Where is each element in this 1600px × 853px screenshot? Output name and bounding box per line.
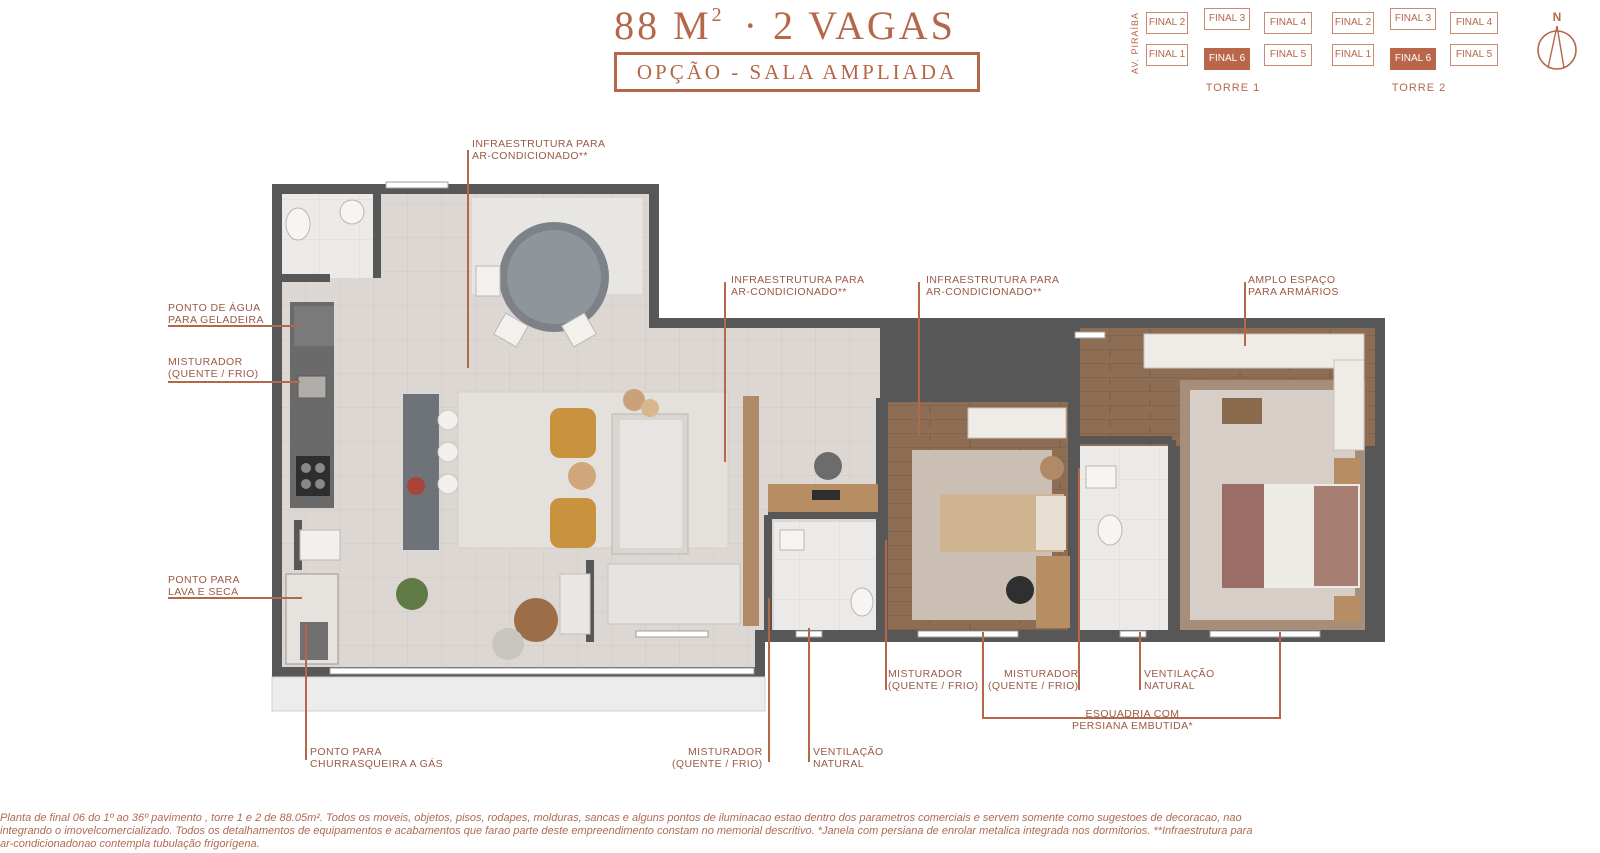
key-plan-unit: FINAL 5 xyxy=(1264,44,1312,66)
area-value: 88 M xyxy=(614,3,712,48)
callout-line: VENTILAÇÃO xyxy=(1144,668,1215,680)
bedroom-1 xyxy=(940,407,1070,628)
callout-line: AR-CONDICIONADO** xyxy=(472,150,588,162)
floors xyxy=(282,194,1375,667)
callout-line: AR-CONDICIONADO** xyxy=(731,286,847,298)
callout-laundry: PONTO PARA LAVA E SECA xyxy=(168,574,240,598)
callout-ac-office: INFRAESTRUTURA PARA AR-CONDICIONADO** xyxy=(731,274,864,298)
callout-line: MISTURADOR xyxy=(888,668,963,680)
callout-mixer-bath3: MISTURADOR (QUENTE / FRIO) xyxy=(988,668,1079,692)
key-plan-unit-active: FINAL 6 xyxy=(1204,48,1250,70)
callout-ac-bedroom: INFRAESTRUTURA PARA AR-CONDICIONADO** xyxy=(926,274,1059,298)
key-plan-unit-active: FINAL 6 xyxy=(1390,48,1436,70)
callout-line: NATURAL xyxy=(1144,680,1196,692)
key-plan-unit: FINAL 5 xyxy=(1450,44,1498,66)
callout-line: (QUENTE / FRIO) xyxy=(888,680,979,692)
callout-line: CHURRASQUEIRA A GÁS xyxy=(310,758,444,770)
callout-mixer-bath1: MISTURADOR (QUENTE / FRIO) xyxy=(672,746,763,770)
parking-spaces: · 2 VAGAS xyxy=(743,3,956,48)
tower-label: TORRE 2 xyxy=(1391,82,1447,94)
tower-label: TORRE 1 xyxy=(1205,82,1261,94)
callout-line: PARA ARMÁRIOS xyxy=(1248,286,1339,298)
callout-line: ESQUADRIA COM xyxy=(1085,708,1180,720)
callout-line: NATURAL xyxy=(813,758,865,770)
callout-fridge-water: PONTO DE ÁGUA PARA GELADEIRA xyxy=(168,302,264,326)
key-plan-tower-2: FINAL 2 FINAL 3 FINAL 4 FINAL 1 FINAL 6 … xyxy=(1332,8,1506,96)
disclaimer-footnote: Planta de final 06 do 1º ao 36º paviment… xyxy=(0,812,1600,851)
callout-line: AMPLO ESPAÇO xyxy=(1248,274,1336,286)
dining-table xyxy=(472,198,642,348)
callout-line: (QUENTE / FRIO) xyxy=(988,680,1079,692)
key-plan-unit: FINAL 1 xyxy=(1332,44,1374,66)
callout-line: MISTURADOR xyxy=(688,746,763,758)
callout-mixer-bath2: MISTURADOR (QUENTE / FRIO) xyxy=(888,668,979,692)
footnote-line: integrando o imovelcomercializado. Todos… xyxy=(0,825,1253,837)
callout-line: PARA GELADEIRA xyxy=(168,314,264,326)
key-plan-unit: FINAL 3 xyxy=(1390,8,1436,30)
master-bedroom xyxy=(1143,333,1365,622)
callout-line: (QUENTE / FRIO) xyxy=(672,758,763,770)
key-plan-unit: FINAL 2 xyxy=(1146,12,1188,34)
footnote-line: ar-condicionadonao contempla tubulação f… xyxy=(0,838,260,850)
key-plan-tower-1: FINAL 2 FINAL 3 FINAL 4 FINAL 1 FINAL 6 … xyxy=(1146,8,1320,96)
callout-line: LAVA E SECA xyxy=(168,586,239,598)
kitchen xyxy=(290,302,459,550)
living-room xyxy=(396,389,759,660)
north-label: N xyxy=(1553,10,1562,24)
key-plan-unit: FINAL 4 xyxy=(1450,12,1498,34)
callout-vent-bath2: VENTILAÇÃO NATURAL xyxy=(1144,668,1215,692)
callout-ac-living: INFRAESTRUTURA PARA AR-CONDICIONADO** xyxy=(472,138,605,162)
callout-line: INFRAESTRUTURA PARA xyxy=(472,138,606,150)
callout-line: INFRAESTRUTURA PARA xyxy=(731,274,865,286)
callout-line: MISTURADOR xyxy=(1004,668,1079,680)
bath-fixtures xyxy=(285,199,1123,617)
callout-line: PONTO PARA xyxy=(310,746,382,758)
callout-line: VENTILAÇÃO xyxy=(813,746,884,758)
key-plan-unit: FINAL 1 xyxy=(1146,44,1188,66)
key-plan-unit: FINAL 4 xyxy=(1264,12,1312,34)
footnote-line: Planta de final 06 do 1º ao 36º paviment… xyxy=(0,812,1242,824)
callout-line: PONTO DE ÁGUA xyxy=(168,302,261,314)
windows xyxy=(329,181,1321,675)
callout-barbecue: PONTO PARA CHURRASQUEIRA A GÁS xyxy=(310,746,443,770)
area-unit-superscript: 2 xyxy=(711,4,725,26)
callout-vent-bath1: VENTILAÇÃO NATURAL xyxy=(813,746,884,770)
key-plan-unit: FINAL 2 xyxy=(1332,12,1374,34)
callout-mixer-kitchen: MISTURADOR (QUENTE / FRIO) xyxy=(168,356,259,380)
callout-line: (QUENTE / FRIO) xyxy=(168,368,259,380)
layout-option-box: OPÇÃO - SALA AMPLIADA xyxy=(614,52,980,92)
plan-title: 88 M2 · 2 VAGAS xyxy=(605,2,965,49)
north-compass-icon: N xyxy=(1537,10,1577,70)
callout-window: ESQUADRIA COM PERSIANA EMBUTIDA* xyxy=(1072,708,1193,732)
callout-line: PERSIANA EMBUTIDA* xyxy=(1072,720,1193,732)
callout-line: PONTO PARA xyxy=(168,574,240,586)
callout-line: INFRAESTRUTURA PARA xyxy=(926,274,1060,286)
callout-wardrobe: AMPLO ESPAÇO PARA ARMÁRIOS xyxy=(1248,274,1339,298)
laundry xyxy=(285,529,341,665)
office-desk xyxy=(768,452,878,512)
key-plan-unit: FINAL 3 xyxy=(1204,8,1250,30)
callout-leaders xyxy=(168,150,1281,762)
callout-line: AR-CONDICIONADO** xyxy=(926,286,1042,298)
callout-line: MISTURADOR xyxy=(168,356,243,368)
